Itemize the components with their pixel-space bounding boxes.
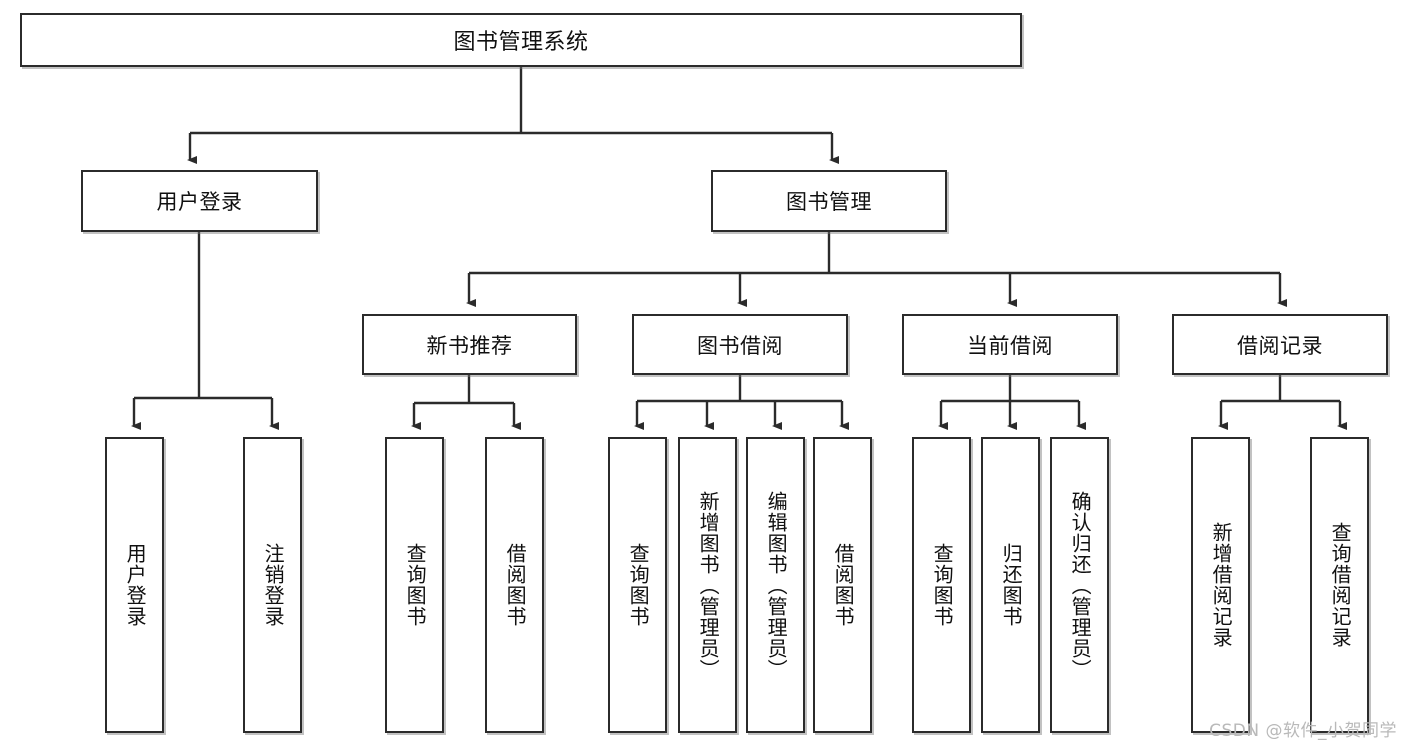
leaf-label: 查询图书 (626, 543, 651, 627)
node-new-book-recommend[interactable]: 新书推荐 (362, 314, 577, 375)
leaf-user-login-logout[interactable]: 注销登录 (243, 437, 302, 733)
node-book-borrow[interactable]: 图书借阅 (632, 314, 848, 375)
leaf-current-borrow-return[interactable]: 归还图书 (981, 437, 1040, 733)
leaf-label: 编辑图书（管理员） (764, 490, 789, 680)
leaf-label: 新增借阅记录 (1209, 522, 1234, 648)
leaf-borrow-record-query[interactable]: 查询借阅记录 (1310, 437, 1369, 733)
leaf-label: 查询图书 (403, 543, 428, 627)
leaf-label: 查询借阅记录 (1328, 522, 1353, 648)
leaf-label: 借阅图书 (503, 543, 528, 627)
leaf-new-book-query[interactable]: 查询图书 (385, 437, 444, 733)
leaf-book-borrow-query[interactable]: 查询图书 (608, 437, 667, 733)
node-root-system[interactable]: 图书管理系统 (20, 13, 1022, 67)
node-current-borrow[interactable]: 当前借阅 (902, 314, 1118, 375)
leaf-current-borrow-query[interactable]: 查询图书 (912, 437, 971, 733)
leaf-book-borrow-edit[interactable]: 编辑图书（管理员） (746, 437, 805, 733)
node-book-management[interactable]: 图书管理 (711, 170, 947, 232)
leaf-label: 注销登录 (261, 543, 286, 627)
leaf-label: 归还图书 (999, 543, 1024, 627)
leaf-current-borrow-confirm-return[interactable]: 确认归还（管理员） (1050, 437, 1109, 733)
leaf-borrow-record-add[interactable]: 新增借阅记录 (1191, 437, 1250, 733)
leaf-user-login-login[interactable]: 用户登录 (105, 437, 164, 733)
leaf-label: 借阅图书 (831, 543, 856, 627)
leaf-label: 查询图书 (930, 543, 955, 627)
node-user-login[interactable]: 用户登录 (81, 170, 318, 232)
leaf-label: 新增图书（管理员） (696, 490, 721, 680)
leaf-label: 用户登录 (123, 543, 148, 627)
leaf-book-borrow-borrow[interactable]: 借阅图书 (813, 437, 872, 733)
leaf-book-borrow-add[interactable]: 新增图书（管理员） (678, 437, 737, 733)
leaf-label: 确认归还（管理员） (1068, 490, 1093, 680)
node-borrow-record[interactable]: 借阅记录 (1172, 314, 1388, 375)
csdn-watermark: CSDN @软件_小贺同学 (1209, 721, 1397, 741)
leaf-new-book-borrow[interactable]: 借阅图书 (485, 437, 544, 733)
